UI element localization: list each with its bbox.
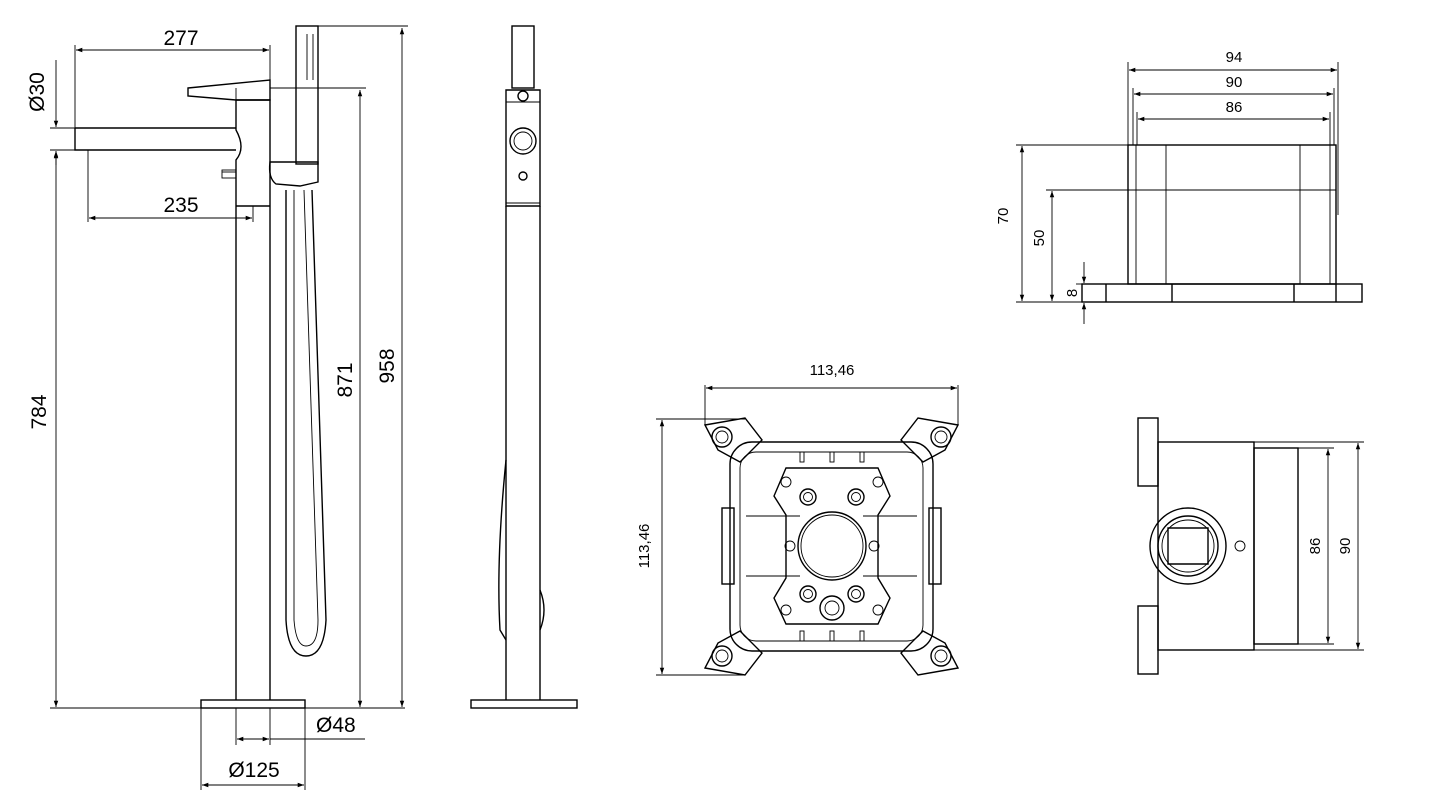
dim-spout-offset: 235 xyxy=(163,194,198,217)
mixer-body xyxy=(235,99,271,206)
dim-spout-diameter: Ø30 xyxy=(26,72,49,112)
dim-box-inner-height: 86 xyxy=(1307,538,1324,555)
dim-mid-width: 90 xyxy=(1226,74,1243,91)
box-front-view: 86 90 xyxy=(1137,417,1364,675)
dim-box-outer-height: 90 xyxy=(1337,538,1354,555)
dim-body-height: 50 xyxy=(1031,230,1048,247)
dim-plate-width: 113,46 xyxy=(810,362,855,379)
hand-shower xyxy=(295,25,319,165)
box-side-view: 94 90 86 70 50 8 xyxy=(995,49,1363,324)
dim-flange-height: 8 xyxy=(1064,289,1081,297)
dim-inner-width: 86 xyxy=(1226,99,1243,116)
dim-spout-height: 784 xyxy=(28,394,51,429)
dim-plate-height: 113,46 xyxy=(636,524,653,569)
shower-holder xyxy=(268,161,319,187)
dim-outer-width: 94 xyxy=(1226,49,1243,66)
dim-column-diameter: Ø48 xyxy=(316,714,356,737)
base-plate xyxy=(200,699,306,709)
faucet-side-view xyxy=(470,25,578,709)
dim-total-height: 958 xyxy=(376,348,399,383)
hose xyxy=(285,189,327,657)
faucet-front-view: 277 Ø30 235 784 871 958 Ø48 Ø125 xyxy=(26,25,408,790)
dim-spout-reach: 277 xyxy=(163,27,198,50)
dim-lever-height: 871 xyxy=(334,362,357,397)
lever xyxy=(187,79,271,101)
spout xyxy=(74,127,236,151)
mounting-plate-view: 113,46 113,46 xyxy=(636,362,960,676)
dim-box-height: 70 xyxy=(995,208,1012,225)
dim-base-diameter: Ø125 xyxy=(228,759,279,782)
